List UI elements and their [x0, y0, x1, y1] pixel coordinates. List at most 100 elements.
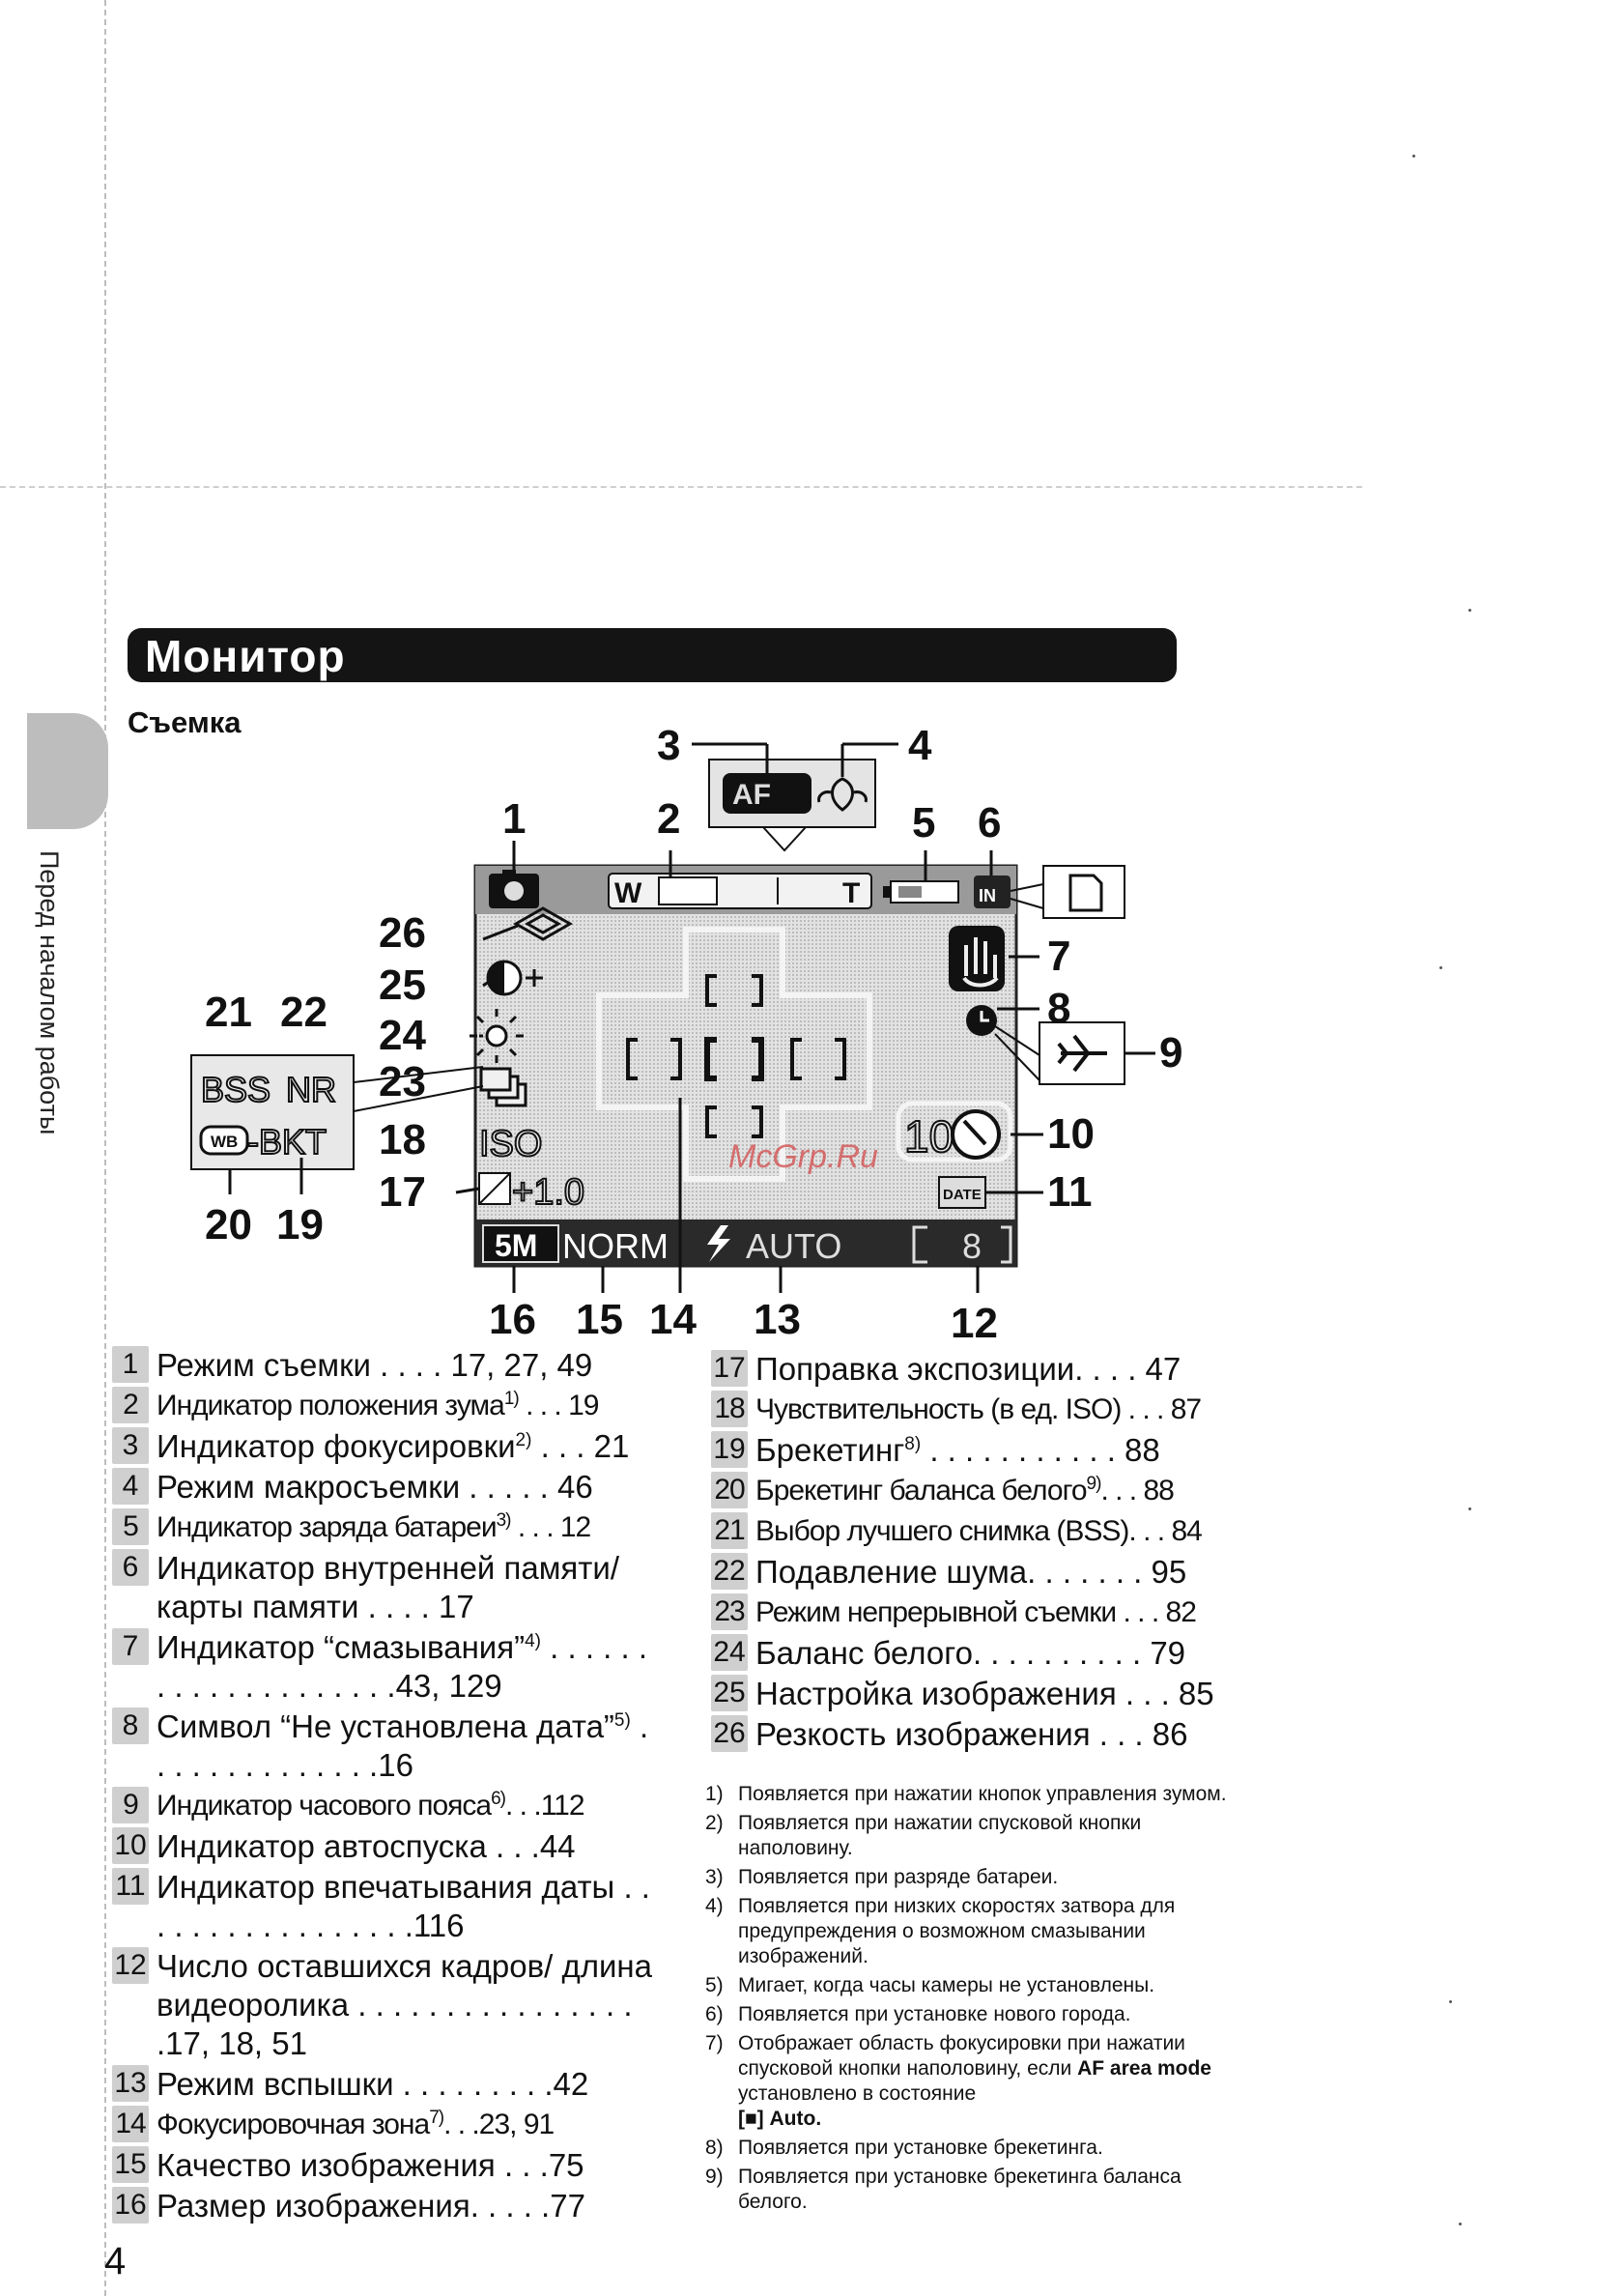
callout-24: 24	[379, 1012, 426, 1059]
legend-text: Индикатор положения зума	[157, 1390, 505, 1421]
footnote: 9)Появляется при установке брекетинга ба…	[705, 2165, 1256, 2215]
legend-text: Индикатор фокусировки	[157, 1428, 516, 1464]
footnote-number: 5)	[705, 1974, 724, 1996]
callout-23: 23	[379, 1058, 426, 1105]
zoom-indicator	[608, 873, 872, 909]
legend-number: 22	[711, 1553, 748, 1590]
self-timer-indicator	[896, 1101, 1013, 1162]
footnote-ref: 1)	[503, 1389, 520, 1409]
footnote: 6)Появляется при установке нового города…	[705, 2002, 1256, 2027]
legend-text: Брекетинг баланса белого	[755, 1475, 1088, 1507]
legend-text: Режим непрерывной съемки . . .	[755, 1596, 1159, 1628]
legend-text: Индикатор часового пояса	[157, 1790, 492, 1822]
white-balance-icon	[470, 1009, 524, 1063]
footnote-number: 2)	[705, 1812, 724, 1834]
callout-18: 18	[379, 1116, 426, 1163]
legend-text: Индикатор “смазывания”	[157, 1629, 526, 1665]
legend-text: Качество изображения . . .	[157, 2147, 549, 2183]
footnote-number: 8)	[705, 2137, 724, 2159]
af-area-mode-term: AF area mode	[1077, 2057, 1211, 2080]
footnote-number: 4)	[705, 1895, 724, 1917]
callout-22: 22	[280, 989, 327, 1036]
legend-page: 44	[539, 1828, 576, 1864]
legend-page: 86	[1152, 1716, 1188, 1752]
legend-text: Индикатор заряда батареи	[157, 1511, 498, 1543]
nr-label: NR	[286, 1070, 336, 1109]
section-title-bar: Монитор	[128, 628, 1177, 682]
legend-page: 16	[378, 1747, 413, 1783]
legend-page: 17	[439, 1589, 474, 1624]
callout-20: 20	[205, 1201, 252, 1248]
callout-14: 14	[649, 1296, 697, 1343]
legend-page: 12	[559, 1511, 591, 1543]
focus-area-frame	[596, 927, 872, 1182]
internal-memory-icon	[974, 875, 1011, 908]
legend-page: 79	[1150, 1635, 1186, 1671]
footnote-number: 9)	[705, 2166, 724, 2188]
frames-remaining: 8	[962, 1226, 982, 1266]
legend-page: 42	[553, 2066, 589, 2102]
legend-text: Резкость изображения . . .	[755, 1716, 1144, 1752]
legend-page: 112	[540, 1790, 585, 1822]
callout-25: 25	[379, 961, 426, 1009]
monitor-diagram-svg: W T IN AF 10 DATE	[190, 722, 1182, 1347]
callout-17: 17	[379, 1168, 426, 1216]
legend-page: 23, 91	[478, 2109, 555, 2140]
bss-label: BSS	[201, 1070, 270, 1109]
section-tab	[27, 713, 108, 829]
legend-leader: . . . . . . . . . . .	[921, 1432, 1116, 1468]
footnote-ref: 2)	[515, 1430, 532, 1450]
legend-number: 10	[112, 1827, 149, 1864]
callout-5: 5	[912, 799, 935, 847]
callout-3: 3	[657, 722, 680, 769]
macro-icon	[817, 777, 868, 812]
callout-15: 15	[576, 1296, 623, 1343]
legend-page: 85	[1178, 1676, 1214, 1711]
legend-page: 88	[1125, 1432, 1160, 1468]
footnote-ref: 8)	[904, 1434, 922, 1454]
legend-page: 21	[593, 1428, 630, 1464]
footnote-text: Отображает область фокусировки при нажат…	[738, 2031, 1256, 2132]
callout-16: 16	[489, 1296, 536, 1343]
callout-10: 10	[1047, 1110, 1095, 1158]
image-size-label: 5M	[495, 1228, 537, 1263]
callout-numbers: 1 2 3 4 5 6 7 8 9 10 11 12 13 14 15 16 1…	[205, 722, 1182, 1347]
legend-text: Настройка изображения . . .	[755, 1676, 1170, 1711]
footnote: 8)Появляется при установке брекетинга.	[705, 2136, 1256, 2161]
focus-icon: [■]	[738, 2108, 764, 2130]
footnote-number: 7)	[705, 2032, 724, 2054]
footnote-text: Мигает, когда часы камеры не установлены…	[738, 1974, 1155, 1996]
footnote-number: 1)	[705, 1783, 724, 1805]
legend-text: Индикатор автоспуска . . .	[157, 1828, 540, 1864]
legend-text: Режим вспышки . . . . . . . . .	[157, 2066, 554, 2102]
callout-19: 19	[276, 1201, 324, 1248]
scan-speck	[1449, 2000, 1452, 2003]
scan-speck	[1459, 2223, 1462, 2225]
legend-number: 18	[711, 1391, 748, 1427]
internal-memory-label: IN	[979, 886, 996, 905]
legend-number: 12	[112, 1947, 149, 1984]
legend-page: 116	[413, 1908, 465, 1943]
airplane-icon	[1057, 1034, 1107, 1073]
legend-leader: . . .	[443, 2109, 480, 2140]
footnote: 5) Мигает, когда часы камеры не установле…	[705, 1973, 1256, 1998]
iso-label: ISO	[479, 1124, 542, 1164]
footnote-text: Появляется при нажатии кнопок управления…	[738, 1783, 1227, 1805]
crop-guide-horizontal	[0, 486, 1362, 488]
footnote-ref: 4)	[525, 1631, 541, 1651]
legend-number: 25	[711, 1675, 748, 1711]
date-imprint-label: DATE	[943, 1187, 982, 1203]
footnote: 4)Появляется при низких скоростях затвор…	[705, 1894, 1256, 1969]
